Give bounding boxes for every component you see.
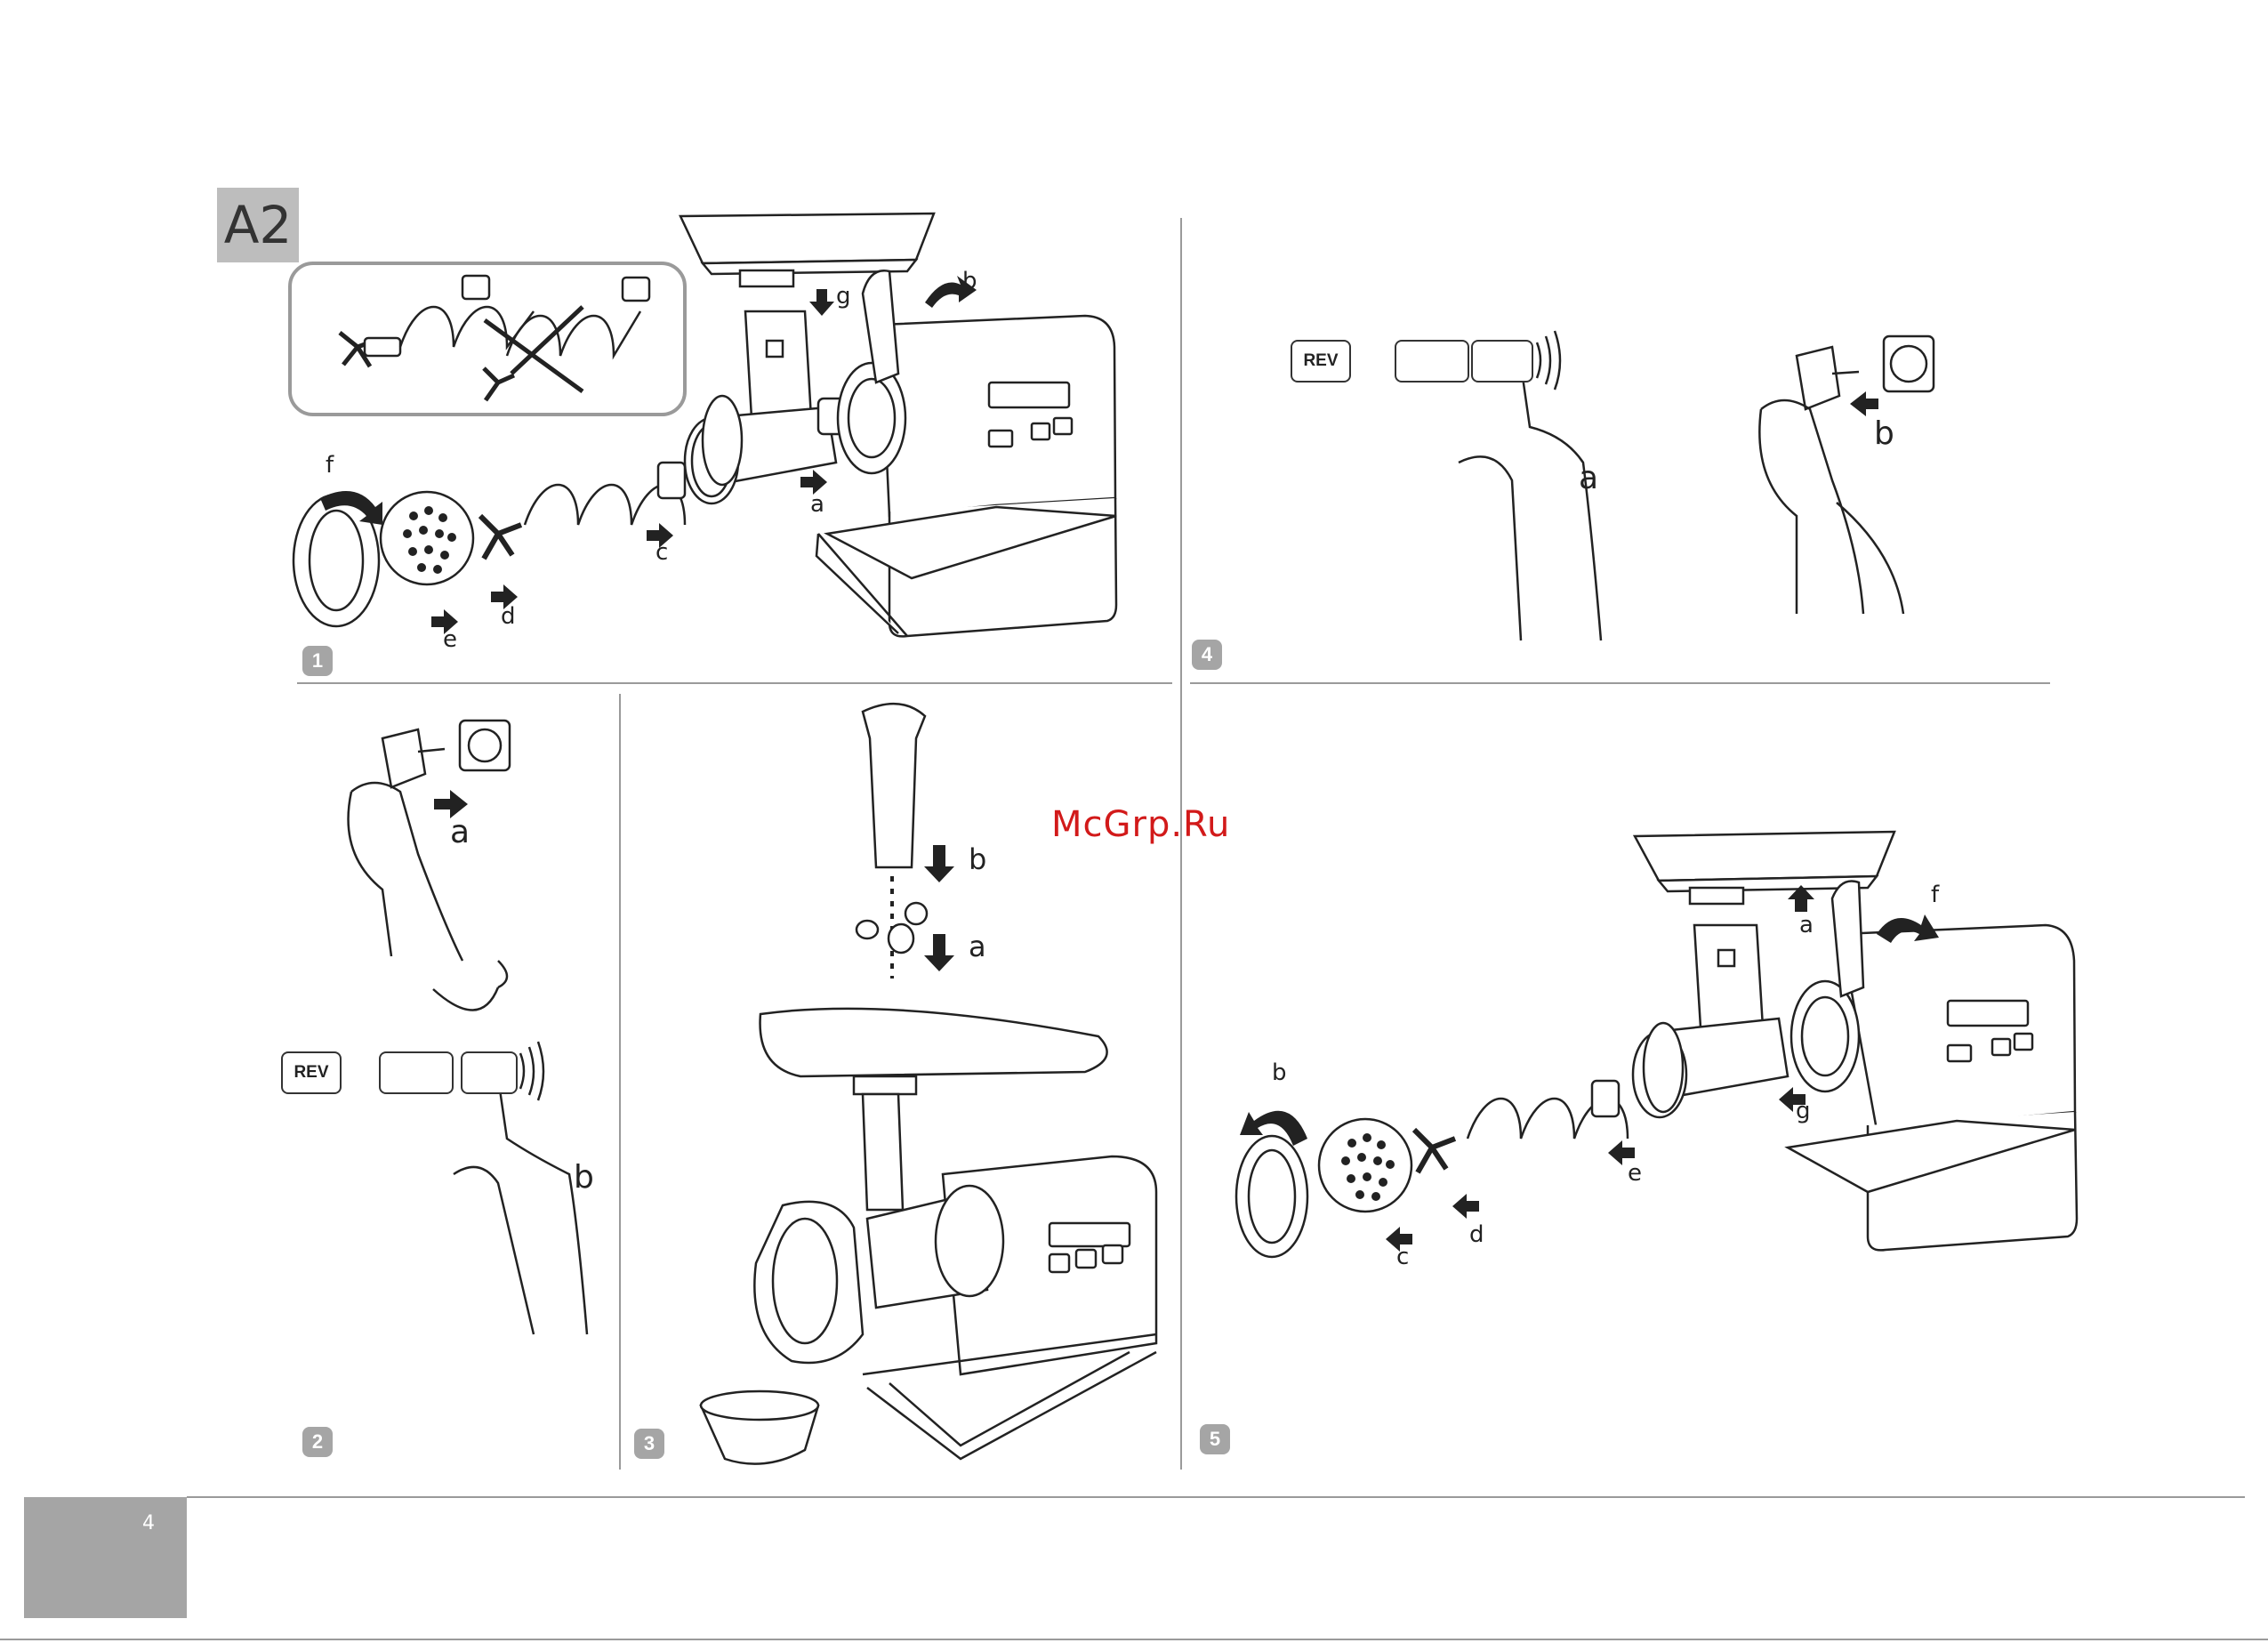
step-1-label-c: c: [655, 541, 668, 564]
panel-4-illustration: [1459, 336, 1934, 640]
panel-3-arrows: [924, 845, 954, 971]
power-key: [1471, 340, 1533, 383]
step-1-label-g: g: [836, 285, 851, 308]
step-badge-5: 5: [1200, 1424, 1230, 1454]
hand-pointer-icon: [454, 1079, 587, 1335]
step-2-label-a: a: [450, 817, 470, 849]
disc-icon: [1319, 1119, 1411, 1212]
step-5-label-e: e: [1628, 1162, 1642, 1185]
hand-icon: [1759, 400, 1863, 614]
panel-2-illustration: [349, 721, 587, 1334]
step-badge-2: 2: [302, 1427, 333, 1457]
pusher-icon: [863, 704, 925, 867]
section-tag: A2: [217, 188, 299, 262]
panel-4-arrows: [1850, 391, 1878, 416]
blade-icon: [480, 516, 521, 559]
meat-grinder-icon: [881, 316, 1115, 516]
step-3-label-b: b: [969, 845, 986, 874]
vibration-icon: [1537, 331, 1560, 390]
step-1-label-b: b: [962, 270, 977, 293]
arrow-icon: [924, 934, 954, 971]
feeding-tube: [745, 311, 811, 418]
rev-key: REV: [1291, 340, 1351, 383]
step-5-label-d: d: [1469, 1223, 1484, 1246]
step-3-label-a: a: [969, 932, 986, 961]
step-5-label-a: a: [1799, 914, 1814, 937]
meat-grinder-icon: [1841, 925, 2075, 1130]
step-5-label-b: b: [1272, 1061, 1287, 1084]
step-4-label-b: b: [1874, 418, 1894, 450]
step-badge-1: 1: [302, 646, 333, 676]
panel-5-illustration: [1236, 832, 2077, 1257]
blade-icon: [1414, 1130, 1455, 1172]
step-1-label-f: f: [326, 454, 334, 477]
step-5-label-g: g: [1796, 1099, 1811, 1123]
footer-block: [24, 1497, 187, 1618]
mode-key: [1395, 340, 1469, 383]
step-2-label-b: b: [574, 1162, 594, 1194]
step-1-label-a: a: [810, 493, 824, 516]
page-number: 4: [142, 1512, 155, 1534]
step-5-label-c: c: [1396, 1245, 1409, 1268]
disc-icon: [381, 492, 473, 584]
arrow-icon: [924, 845, 954, 882]
step-1-label-d: d: [501, 605, 516, 628]
arrow-icon: [1850, 391, 1878, 416]
step-5-label-f: f: [1931, 883, 1939, 906]
arrow-icon: [1452, 1194, 1479, 1219]
panel-1-illustration: [290, 213, 1116, 636]
power-key: [461, 1051, 518, 1094]
tray-icon: [1635, 832, 1894, 881]
watermark: McGrp.Ru: [1051, 804, 1230, 845]
tray-icon: [760, 1009, 1107, 1076]
step-1-label-e: e: [443, 628, 457, 651]
tray-icon: [680, 213, 934, 263]
mode-key: [379, 1051, 454, 1094]
step-4-label-a: a: [1579, 463, 1598, 495]
rev-key: REV: [281, 1051, 342, 1094]
arrow-icon: [809, 289, 834, 316]
plug-icon: [1797, 347, 1839, 409]
vibration-icon: [520, 1042, 543, 1100]
step-badge-4: 4: [1192, 640, 1222, 670]
plug-icon: [382, 729, 425, 787]
step-badge-3: 3: [634, 1429, 664, 1459]
feeding-tube: [1694, 925, 1763, 1027]
